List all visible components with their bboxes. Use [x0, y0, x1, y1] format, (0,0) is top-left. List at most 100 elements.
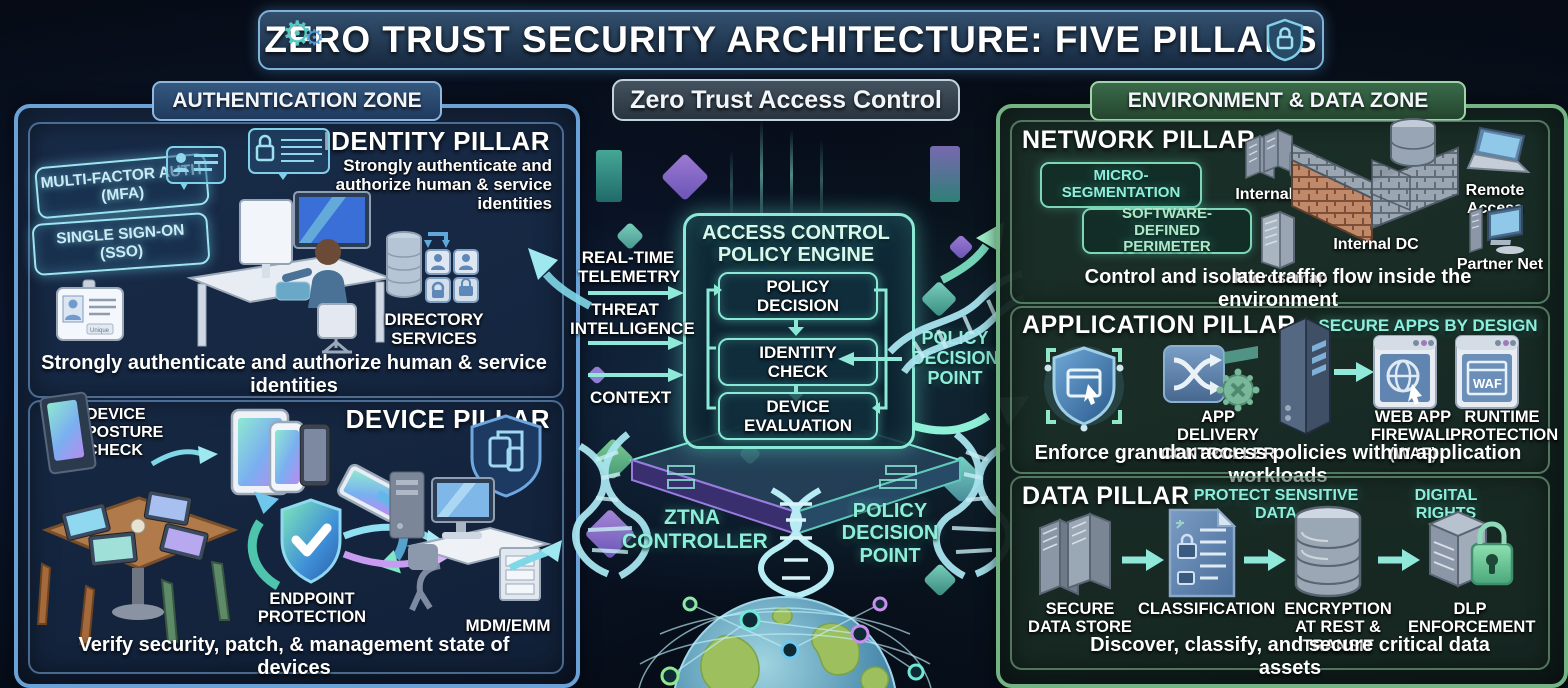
input-arrow-icon	[588, 286, 684, 300]
device-evaluation-label: DEVICE EVALUATION	[744, 396, 852, 435]
app-delivery-controller-label: APP DELIVERY CONTROLLER	[1160, 408, 1276, 463]
micro-segmentation-label: MICRO-SEGMENTATION	[1061, 167, 1181, 201]
gears-icon: ⚙⚙	[282, 15, 325, 53]
access-control-header-label: Zero Trust Access Control	[630, 85, 942, 114]
directory-services-label: DIRECTORY SERVICES	[384, 310, 484, 349]
meeting-table-illustration	[34, 468, 244, 648]
device-evaluation-box: DEVICE EVALUATION	[718, 392, 878, 440]
input-context: CONTEXT	[590, 388, 672, 407]
engine-loop-left	[698, 282, 722, 416]
policy-decision-label: POLICY DECISION	[756, 276, 840, 315]
mdm-label: MDM/EMM	[465, 616, 551, 635]
input-threat-intelligence: THREAT INTELLIGENCE	[570, 300, 695, 339]
pdp-bottom-label: POLICY DECISION POINT	[841, 500, 939, 567]
runtime-protection-label: RUNTIME PROTECTION	[1450, 408, 1559, 445]
engine-loop-right	[872, 282, 896, 416]
endpoint-protection-label: ENDPOINT PROTECTION	[257, 590, 367, 627]
microsemap-server-icon	[1256, 210, 1298, 272]
data-arrow-icon	[1122, 548, 1164, 572]
classification-document-icon	[1166, 506, 1238, 600]
device-posture-label: DEVICE POSTURE CHECK	[86, 406, 164, 459]
id-card-bubble-icon	[166, 146, 226, 190]
firewall-wall-illustration	[1290, 140, 1460, 252]
identity-pillar-desc: Strongly authenticate and authorize huma…	[335, 156, 552, 214]
title-bar: ⚙⚙ ZERO TRUST SECURITY ARCHITECTURE: FIV…	[258, 10, 1324, 70]
data-pillar-title: DATA PILLAR	[1022, 482, 1190, 510]
internal-dc-bottom-label: Internal DC	[1333, 236, 1419, 253]
access-control-header: Zero Trust Access Control	[612, 79, 960, 121]
microsemap-label: Microsemap	[1234, 270, 1328, 287]
sdp-label: SOFTWARE-DEFINED PERIMETER	[1122, 204, 1212, 256]
secure-apps-tagline: SECURE APPS BY DESIGN	[1318, 316, 1538, 335]
protect-sensitive-data-tagline: PROTECT SENSITIVE DATA	[1193, 487, 1359, 522]
web-app-firewall-icon	[1372, 334, 1438, 410]
environment-zone-header: ENVIRONMENT & DATA ZONE	[1090, 81, 1466, 121]
data-stream	[820, 140, 823, 220]
id-badge-icon: Unique	[56, 279, 124, 342]
runtime-protection-icon: WAF	[1454, 334, 1520, 410]
encryption-database-icon	[1288, 504, 1368, 600]
cube-decoration	[930, 146, 960, 202]
posture-arrow-icon	[150, 442, 220, 470]
input-arrow-icon	[588, 368, 684, 382]
pdp-arrow-icon	[838, 352, 902, 366]
identity-check-box: IDENTITY CHECK	[718, 338, 878, 386]
dlp-enforcement-label: DLP ENFORCEMENT	[1408, 600, 1536, 637]
network-caption: Control and isolate traffic flow inside …	[1084, 266, 1472, 311]
data-arrow-icon	[1244, 548, 1286, 572]
dlp-server-lock-icon	[1424, 502, 1516, 598]
remote-access-laptop-icon	[1462, 126, 1532, 178]
encryption-label: ENCRYPTION AT REST & TRANSIT	[1284, 600, 1392, 655]
network-pillar-title: NETWORK PILLAR	[1022, 126, 1256, 154]
id-badge-text: Unique	[90, 328, 110, 334]
application-pillar-title: APPLICATION PILLAR	[1022, 311, 1296, 339]
partner-net-icon	[1466, 204, 1528, 256]
classification-label: CLASSIFICATION	[1138, 600, 1276, 618]
person-at-desk-illustration	[180, 186, 400, 356]
shield-lock-icon	[1266, 18, 1304, 62]
environment-zone-title: ENVIRONMENT & DATA ZONE	[1127, 89, 1429, 112]
directory-services-icon	[384, 226, 480, 306]
cube-decoration	[596, 150, 622, 202]
authentication-zone-title: AUTHENTICATION ZONE	[172, 89, 422, 112]
partner-net-label: Partner Net	[1456, 256, 1544, 273]
micro-segmentation-badge: MICRO-SEGMENTATION	[1040, 162, 1202, 208]
arrow-to-auth-zone	[524, 244, 594, 314]
core-database-icon	[1386, 118, 1440, 170]
identity-pillar-title: IDENTITY PILLAR	[323, 126, 550, 156]
app-server-icon	[1272, 316, 1336, 440]
app-flow-arrow-icon	[1334, 360, 1374, 384]
lock-hash-bubble-icon	[248, 128, 330, 180]
waf-icon-text: WAF	[1473, 376, 1502, 391]
secure-data-store-icon	[1034, 510, 1120, 596]
app-delivery-controller-icon	[1162, 344, 1266, 412]
dna-helix-left	[572, 430, 704, 580]
dna-helix-center	[756, 487, 836, 599]
cube-decoration	[660, 152, 710, 202]
data-arrow-icon	[1378, 548, 1420, 572]
engine-title: ACCESS CONTROL POLICY ENGINE	[702, 222, 890, 267]
device-shield-icon	[468, 414, 544, 498]
authentication-zone-header: AUTHENTICATION ZONE	[152, 81, 442, 121]
globe-illustration	[630, 564, 940, 688]
data-stream	[790, 130, 793, 220]
data-caption: Discover, classify, and secure critical …	[1090, 634, 1490, 679]
input-realtime-telemetry: REAL-TIME TELEMETRY	[578, 248, 681, 287]
endpoint-shield-icon	[278, 498, 344, 584]
app-shield-icon	[1036, 336, 1132, 436]
identity-check-label: IDENTITY CHECK	[759, 342, 837, 381]
web-app-firewall-label: WEB APP FIREWALL (WAF)	[1370, 408, 1456, 463]
data-stream	[760, 120, 763, 230]
device-caption: Verify security, patch, & management sta…	[78, 634, 510, 679]
secure-data-store-label: SECURE DATA STORE	[1028, 600, 1132, 637]
ztna-controller-label: ZTNA CONTROLLER	[622, 506, 768, 553]
page-title: ZERO TRUST SECURITY ARCHITECTURE: FIVE P…	[264, 19, 1318, 60]
policy-decision-box: POLICY DECISION	[718, 272, 878, 320]
sdp-badge: SOFTWARE-DEFINED PERIMETER	[1082, 204, 1252, 256]
identity-caption: Strongly authenticate and authorize huma…	[41, 352, 547, 397]
arrow-device-to-center	[508, 536, 564, 576]
cube-decoration	[615, 221, 645, 251]
input-arrow-icon	[588, 336, 684, 350]
down-arrow-icon	[788, 318, 804, 336]
